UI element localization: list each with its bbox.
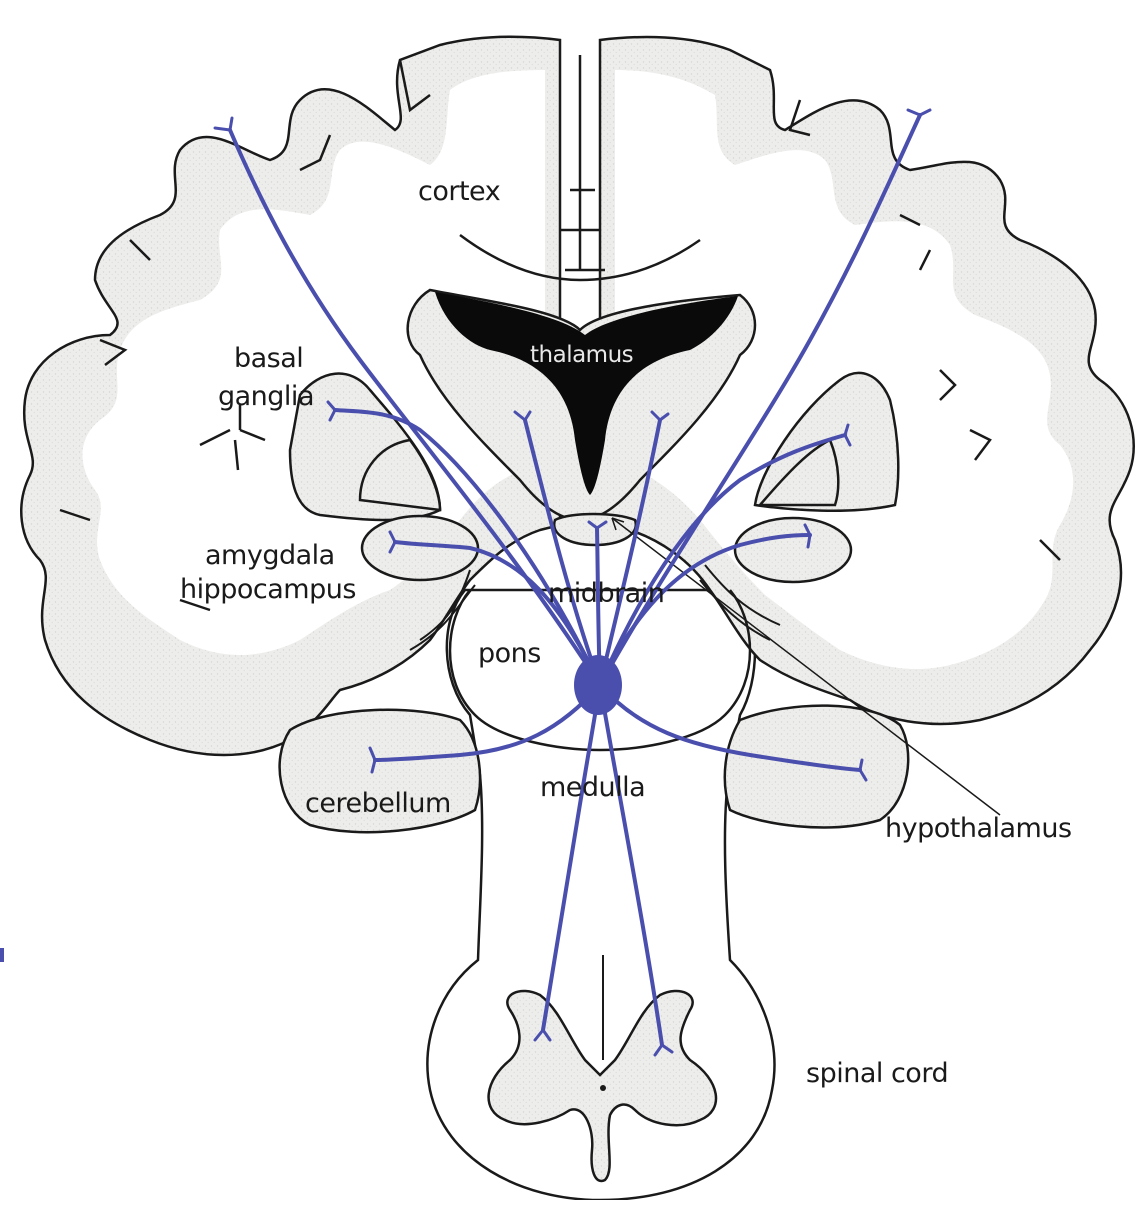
sulci-left bbox=[59, 59, 431, 612]
terminal-left-basal bbox=[326, 400, 337, 422]
terminal-left-cerebellum bbox=[368, 746, 377, 774]
terminal-right-thalamus bbox=[650, 410, 670, 422]
terminal-right-spinal bbox=[653, 1043, 674, 1057]
pathway-left-amygdala bbox=[393, 540, 602, 687]
edge-mark bbox=[0, 948, 4, 962]
terminal-hypothalamus bbox=[587, 520, 608, 530]
label-ganglia: ganglia bbox=[218, 381, 314, 412]
sulci-right bbox=[788, 99, 1061, 561]
right-white-matter bbox=[615, 70, 1074, 670]
pathway-right-basal bbox=[598, 433, 847, 687]
pathway-right-cerebellum bbox=[598, 683, 862, 772]
label-basal: basal bbox=[234, 343, 304, 374]
label-cortex: cortex bbox=[418, 176, 501, 207]
pathway-terminals bbox=[213, 108, 932, 1057]
pathway-left-thalamus bbox=[523, 418, 602, 687]
central-canal bbox=[600, 1085, 606, 1091]
label-pons: pons bbox=[478, 638, 541, 669]
terminal-left-cortex bbox=[213, 116, 234, 132]
source-nucleus bbox=[574, 655, 622, 715]
label-thalamus: thalamus bbox=[530, 342, 634, 368]
label-cerebellum: cerebellum bbox=[305, 788, 451, 819]
terminal-left-amygdala bbox=[388, 530, 397, 554]
pons-shape bbox=[448, 589, 752, 752]
label-amygdala: amygdala bbox=[205, 540, 335, 571]
hypothalamus-pointer-head bbox=[611, 517, 625, 531]
terminal-right-cortex bbox=[906, 108, 932, 117]
pathway-left-cerebellum bbox=[373, 683, 602, 762]
terminal-right-cerebellum bbox=[858, 758, 868, 782]
amygdala-right-shape bbox=[733, 516, 853, 584]
longitudinal-fissure bbox=[560, 55, 605, 272]
basal-ganglia-left-inner bbox=[358, 438, 442, 512]
label-medulla: medulla bbox=[540, 772, 646, 803]
label-midbrain: midbrain bbox=[548, 578, 665, 609]
pathway-right-cortex bbox=[598, 113, 922, 687]
pathway-right-amygdala bbox=[598, 533, 812, 687]
cerebellum-left bbox=[278, 708, 482, 834]
pathway-left-basal bbox=[333, 408, 602, 687]
ventricle bbox=[435, 292, 738, 495]
label-hypothalamus: hypothalamus bbox=[885, 813, 1072, 844]
hypothalamus-shape bbox=[553, 512, 637, 547]
label-spinal-cord: spinal cord bbox=[806, 1058, 949, 1089]
projection-pathways bbox=[228, 113, 922, 1047]
pathway-right-thalamus bbox=[598, 418, 662, 687]
pathway-left-spinal bbox=[541, 683, 602, 1032]
terminal-right-basal bbox=[843, 423, 852, 447]
corpus-callosum bbox=[459, 233, 701, 282]
pathway-right-spinal bbox=[598, 683, 664, 1047]
hypothalamus-pointer bbox=[611, 517, 1001, 816]
terminal-left-spinal bbox=[533, 1028, 552, 1042]
label-hippocampus: hippocampus bbox=[180, 574, 356, 605]
terminal-right-amygdala bbox=[803, 523, 812, 549]
terminal-left-thalamus bbox=[513, 410, 532, 422]
